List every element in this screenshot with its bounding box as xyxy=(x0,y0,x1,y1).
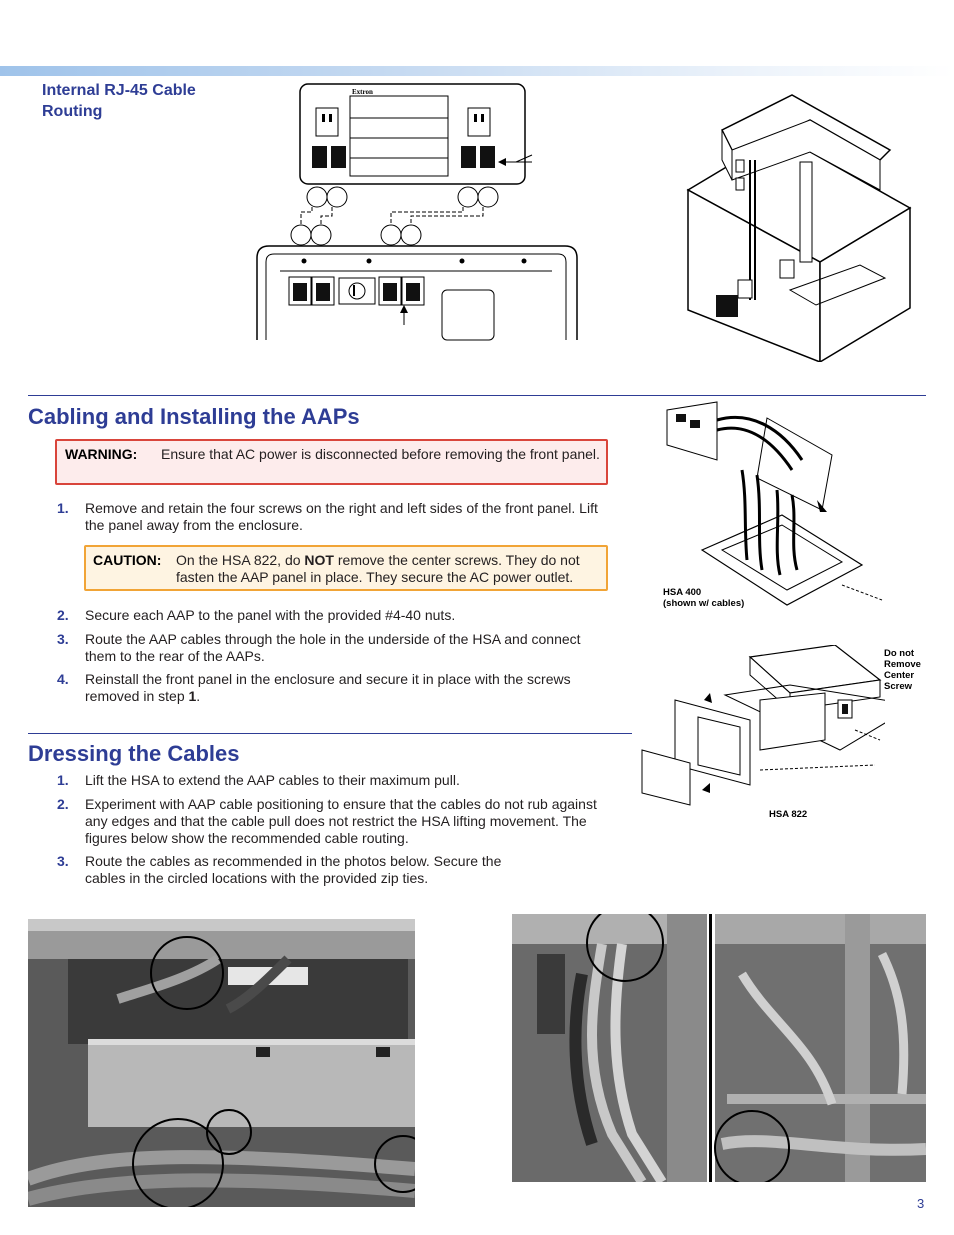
hsa822-diagram xyxy=(640,645,885,820)
step-number: 2. xyxy=(57,796,69,812)
step-text: Reinstall the front panel in the enclosu… xyxy=(85,671,571,704)
step-text: Experiment with AAP cable positioning to… xyxy=(85,796,597,846)
warning-box: WARNING: Ensure that AC power is disconn… xyxy=(55,439,608,485)
step-number: 4. xyxy=(57,671,69,687)
section-title-rj45: Internal RJ-45 Cable Routing xyxy=(42,82,196,120)
step-text: Route the AAP cables through the hole in… xyxy=(85,631,581,664)
step-number: 1. xyxy=(57,772,69,788)
extron-logo-text: Extron xyxy=(352,88,373,96)
header-gradient-bar xyxy=(0,66,954,76)
step-number: 3. xyxy=(57,631,69,647)
section-divider xyxy=(28,395,926,396)
hsa400-diagram xyxy=(662,400,892,610)
step-text: Lift the HSA to extend the AAP cables to… xyxy=(85,772,460,788)
heading-cabling: Cabling and Installing the AAPs xyxy=(28,404,360,429)
step-number: 1. xyxy=(57,500,69,516)
enclosure-isometric-diagram xyxy=(680,90,920,362)
step-number: 2. xyxy=(57,607,69,623)
step-text: Secure each AAP to the panel with the pr… xyxy=(85,607,456,623)
warning-label: WARNING: xyxy=(65,446,138,462)
cable-routing-photo-left xyxy=(28,919,415,1207)
hsa822-caption: HSA 822 xyxy=(769,809,808,820)
warning-text: Ensure that AC power is disconnected bef… xyxy=(161,446,600,462)
hsa400-caption: HSA 400 (shown w/ cables) xyxy=(663,587,745,609)
rj45-routing-diagram: Extron xyxy=(252,80,582,345)
page-number: 3 xyxy=(917,1196,925,1211)
step-text: Route the cables as recommended in the p… xyxy=(85,853,502,886)
step-number: 3. xyxy=(57,853,69,869)
cable-routing-photo-right xyxy=(512,914,926,1182)
step-text: Remove and retain the four screws on the… xyxy=(85,500,598,533)
heading-dressing: Dressing the Cables xyxy=(28,741,240,766)
caution-box: CAUTION: On the HSA 822, do NOT remove t… xyxy=(84,545,608,591)
do-not-remove-callout: Do not Remove Center Screw xyxy=(884,648,921,692)
section-divider xyxy=(28,733,632,734)
caution-label: CAUTION: xyxy=(93,552,162,568)
caution-text: On the HSA 822, do NOT remove the center… xyxy=(176,552,580,585)
